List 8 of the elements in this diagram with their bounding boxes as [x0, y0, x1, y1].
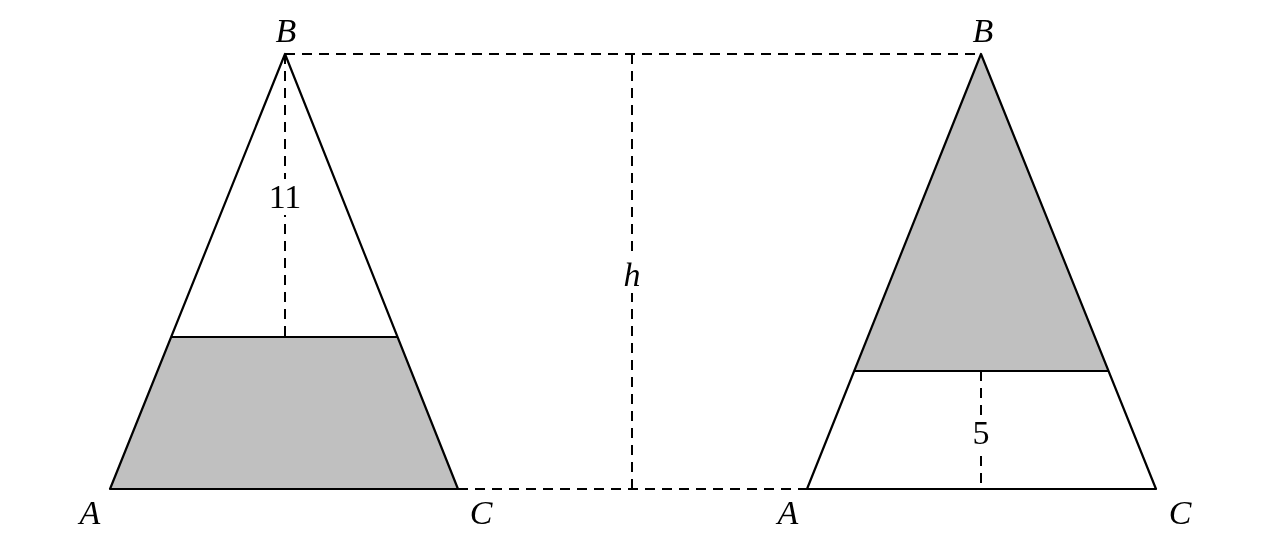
dimension-label: h: [623, 257, 641, 293]
vertex-label: C: [469, 496, 493, 530]
vertex-label: A: [777, 496, 799, 530]
vertex-label: B: [972, 14, 994, 48]
dimension-label: 11: [268, 179, 302, 215]
vertex-label: C: [1168, 496, 1192, 530]
vertex-label: B: [275, 14, 297, 48]
vertex-label: A: [79, 496, 101, 530]
